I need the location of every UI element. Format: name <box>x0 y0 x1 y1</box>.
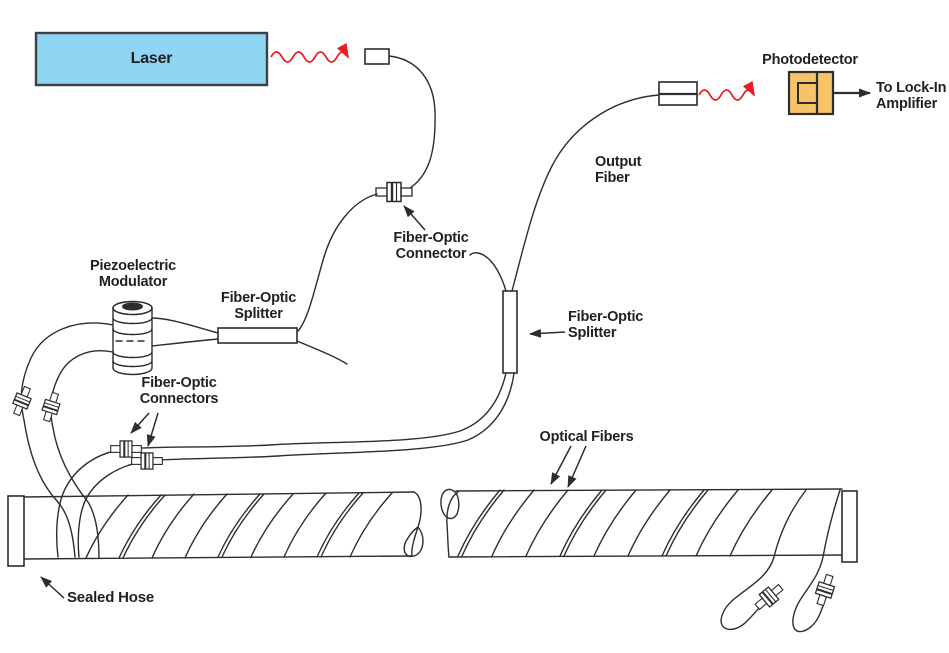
fiber-optic-connectors-label: Fiber-Optic Connectors <box>139 375 219 407</box>
fiber-optic-connector-top-icon <box>374 181 414 203</box>
photodetector-label: Photodetector <box>762 52 858 68</box>
connectors-label-arrow-2 <box>146 412 159 447</box>
sealed-hose-left <box>7 491 424 567</box>
laser-box <box>34 31 269 87</box>
fiber-optic-splitter-left-box <box>217 327 298 344</box>
fiber-optic-connector-left2-icon <box>38 389 64 425</box>
fiber-optic-connector-mid2-icon <box>130 451 164 471</box>
fiber-optic-splitter-right-box <box>502 290 518 374</box>
fiber-optic-splitter-right-label: Fiber-Optic Splitter <box>568 309 644 341</box>
laser-label: Laser <box>130 50 173 67</box>
optical-fibers-label-arrow-1 <box>550 445 572 485</box>
fiber-coupler-box <box>364 48 390 65</box>
sealed-hose-right <box>440 488 858 563</box>
sealed-hose-label: Sealed Hose <box>67 589 155 606</box>
optical-fibers-label-arrow-2 <box>567 445 587 488</box>
sealed-hose-label-arrow <box>40 576 65 599</box>
photodetector-box <box>787 70 835 116</box>
detector-beam-squiggle <box>698 80 755 101</box>
splitter-right-label-arrow <box>529 328 566 338</box>
to-lock-in-amplifier-label: To Lock-In Amplifier <box>876 80 947 112</box>
fiber-optic-connector-label: Fiber-Optic Connector <box>393 230 469 262</box>
connector-label-arrow <box>403 205 426 231</box>
laser-beam-squiggle <box>270 42 349 63</box>
connectors-label-arrow-1 <box>130 412 150 434</box>
piezoelectric-modulator <box>112 300 153 376</box>
piezoelectric-modulator-label: Piezoelectric Modulator <box>89 258 177 290</box>
fiber-optic-connector-mid1-icon <box>109 439 143 459</box>
fiber-optic-connector-end2-icon <box>811 571 839 609</box>
fiber-optic-splitter-left-label: Fiber-Optic Splitter <box>220 290 297 322</box>
output-fiber-label: Output Fiber <box>595 154 642 186</box>
optical-fibers-label: Optical Fibers <box>539 429 634 445</box>
fiber-optic-connector-end1-icon <box>751 579 787 615</box>
